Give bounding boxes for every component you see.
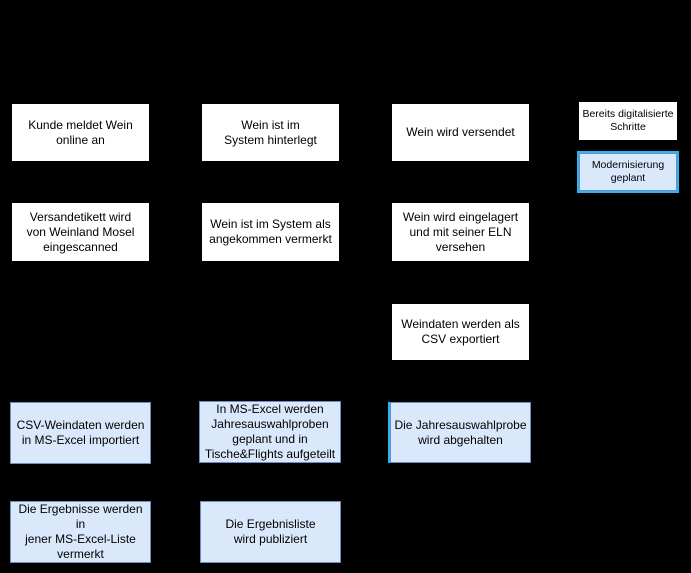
node-label: Versandetikett wird von Weinland Mosel e… <box>26 209 135 254</box>
node-excel-jahresauswahlproben[interactable]: In MS-Excel werden Jahresauswahlproben g… <box>199 401 341 463</box>
node-label: Die Ergebnisliste wird publiziert <box>225 517 316 546</box>
node-kunde-meldet-wein[interactable]: Kunde meldet Wein online an <box>11 103 150 162</box>
node-versandetikett-eingescanned[interactable]: Versandetikett wird von Weinland Mosel e… <box>11 202 150 262</box>
node-label: In MS-Excel werden Jahresauswahlproben g… <box>204 402 336 461</box>
node-label: Die Jahresauswahlprobe wird abgehalten <box>394 417 527 447</box>
node-ergebnisliste-publiziert[interactable]: Die Ergebnisliste wird publiziert <box>200 501 341 563</box>
node-ergebnisse-vermerkt[interactable]: Die Ergebnisse werden in jener MS-Excel-… <box>10 501 151 563</box>
node-wein-im-system-hinterlegt[interactable]: Wein ist im System hinterlegt <box>201 103 340 162</box>
node-jahresauswahlprobe-abgehalten[interactable]: Die Jahresauswahlprobe wird abgehalten <box>390 402 531 463</box>
selection-highlight-line <box>388 402 390 463</box>
node-csv-import-excel[interactable]: CSV-Weindaten werden in MS-Excel importi… <box>10 402 151 464</box>
node-label: Wein wird eingelagert und mit seiner ELN… <box>402 209 519 254</box>
node-label: Die Ergebnisse werden in jener MS-Excel-… <box>18 502 143 561</box>
node-label: Wein wird versendet <box>406 125 515 139</box>
node-wein-angekommen-vermerkt[interactable]: Wein ist im System als angekommen vermer… <box>201 202 340 262</box>
node-wein-wird-versendet[interactable]: Wein wird versendet <box>391 103 530 162</box>
arrowhead-icon <box>384 431 388 437</box>
legend-done-box[interactable]: Bereits digitalisierte Schritte <box>578 101 678 141</box>
node-label: Kunde meldet Wein online an <box>28 117 133 147</box>
node-wein-eingelagert-eln[interactable]: Wein wird eingelagert und mit seiner ELN… <box>391 202 530 262</box>
legend-planned-label: Modernisierung geplant <box>591 159 665 184</box>
legend-planned-box[interactable]: Modernisierung geplant <box>577 151 679 193</box>
node-label: CSV-Weindaten werden in MS-Excel importi… <box>16 418 145 447</box>
node-label: Wein ist im System als angekommen vermer… <box>209 217 332 246</box>
node-label: Weindaten werden als CSV exportiert <box>401 317 520 346</box>
node-label: Wein ist im System hinterlegt <box>224 117 317 147</box>
node-weindaten-csv-export[interactable]: Weindaten werden als CSV exportiert <box>391 303 530 361</box>
legend-done-label: Bereits digitalisierte Schritte <box>582 108 674 133</box>
